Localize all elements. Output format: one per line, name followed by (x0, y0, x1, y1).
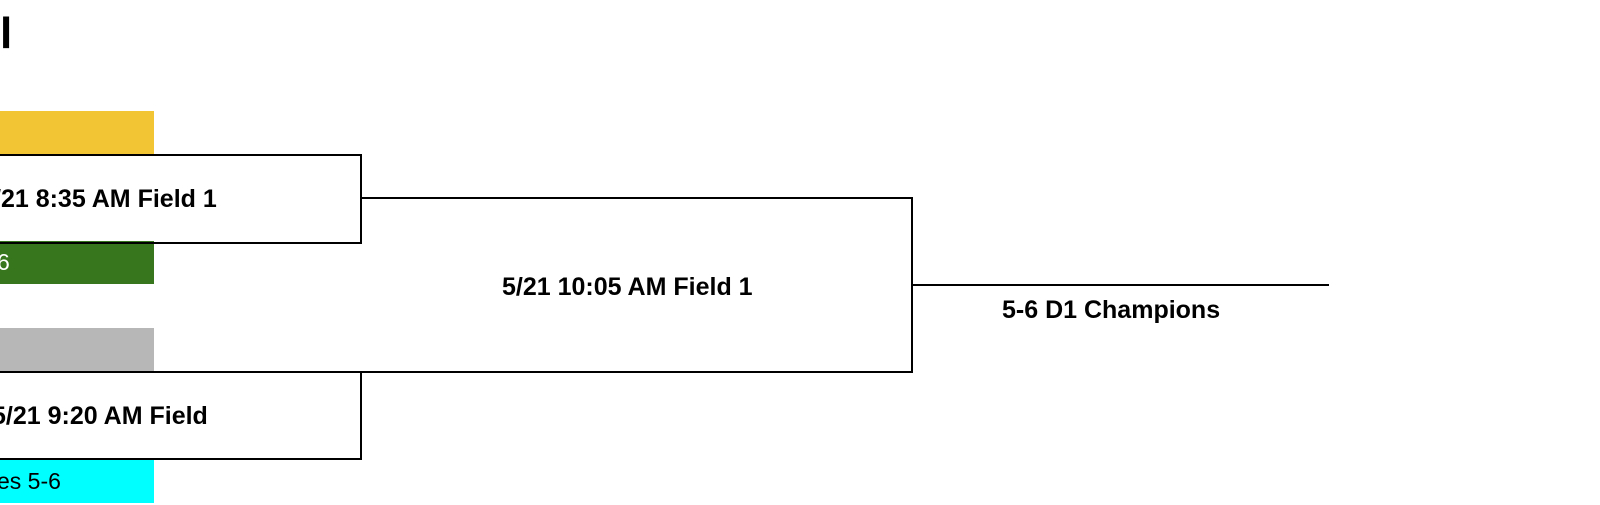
team-slot-label: es 5-6 (0, 468, 61, 494)
team-slot-1 (0, 111, 154, 154)
game-3-label: 5/21 10:05 AM Field 1 (502, 273, 753, 301)
team-slot-2: 6 (0, 241, 154, 284)
game-1-label: /21 8:35 AM Field 1 (0, 185, 217, 213)
team-slot-label: 6 (0, 249, 10, 275)
game-2-label: 5/21 9:20 AM Field (0, 402, 208, 430)
team-slot-4: es 5-6 (0, 460, 154, 503)
bracket-title: l (0, 9, 13, 58)
game-1-bracket-line (0, 154, 362, 244)
game-2-bracket-line (0, 371, 362, 460)
team-slot-3 (0, 328, 154, 371)
champion-line (911, 284, 1329, 286)
champion-label: 5-6 D1 Champions (1002, 296, 1221, 324)
